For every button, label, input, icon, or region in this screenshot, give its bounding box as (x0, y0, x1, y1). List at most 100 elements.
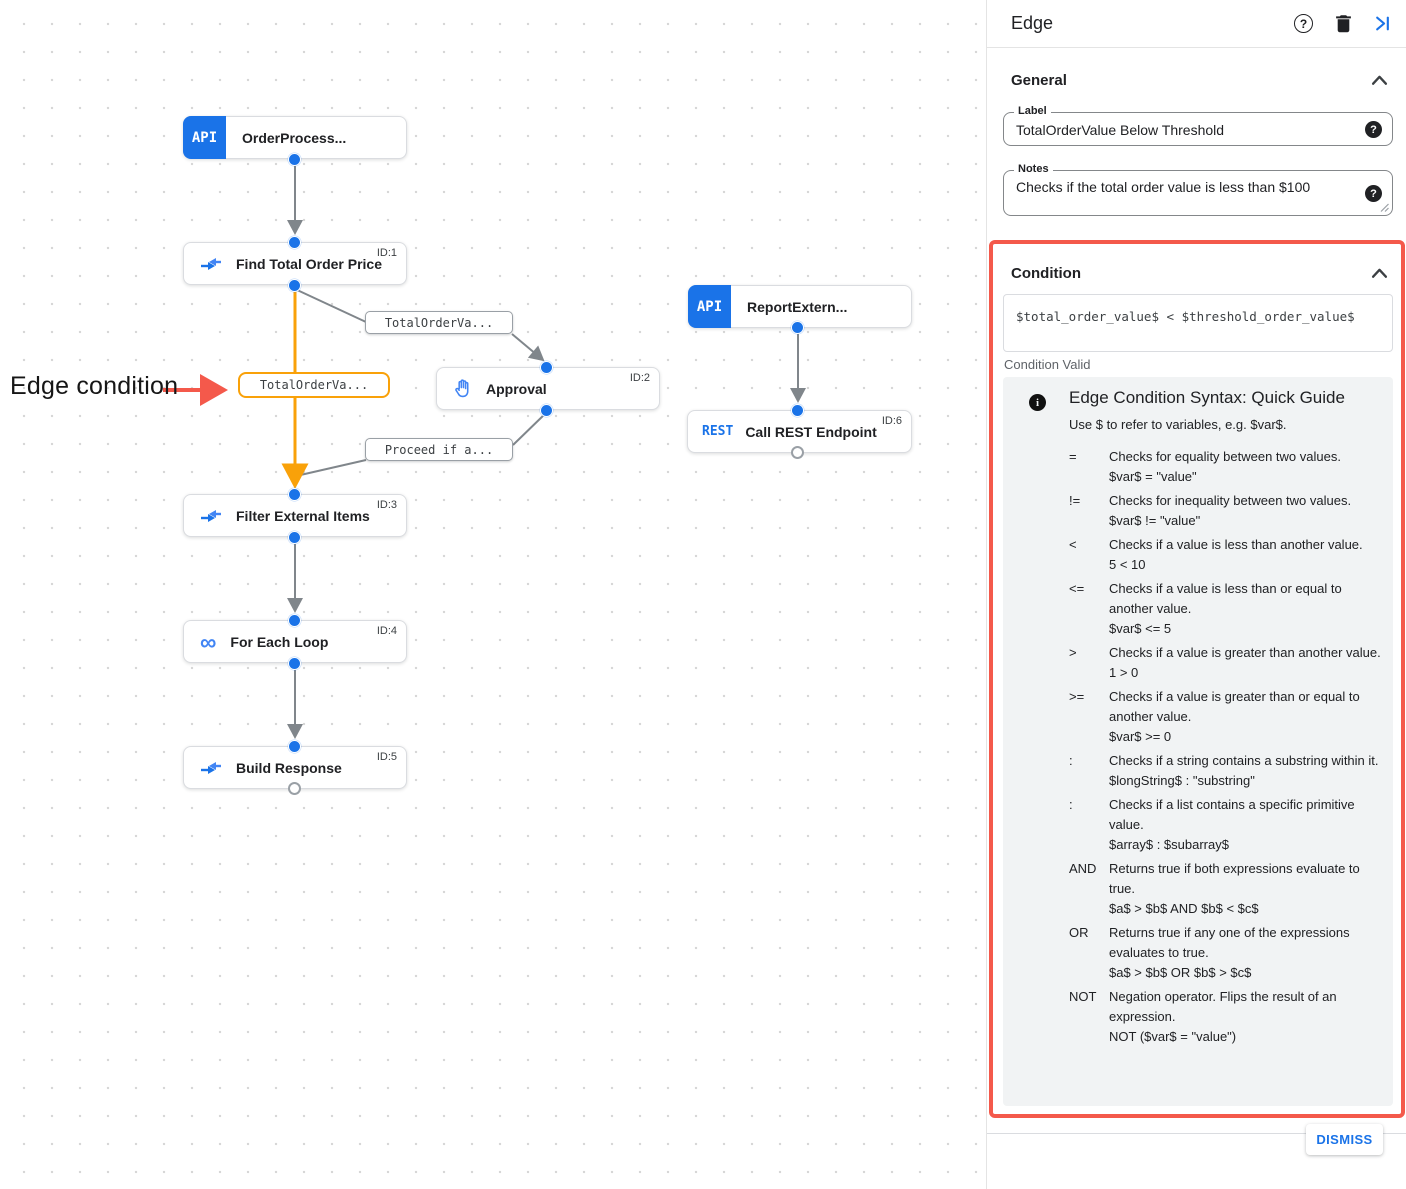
connector-in[interactable] (540, 361, 553, 374)
connector-terminal[interactable] (791, 446, 804, 459)
notes-field-container: Notes Checks if the total order value is… (1003, 163, 1393, 216)
notes-textarea[interactable]: Checks if the total order value is less … (1004, 171, 1392, 215)
guide-row-example: $var$ >= 0 (1109, 729, 1172, 744)
node-title: OrderProcess... (242, 129, 347, 146)
guide-row-example: NOT ($var$ = "value") (1109, 1029, 1237, 1044)
node-id-badge: ID:2 (629, 372, 650, 384)
guide-row-example: $var$ != "value" (1109, 513, 1201, 528)
edge-approval-filter-b[interactable] (295, 459, 367, 477)
info-icon: i (1029, 394, 1046, 411)
notes-field-legend: Notes (1014, 163, 1053, 175)
condition-expression-input[interactable]: $total_order_value$ < $threshold_order_v… (1003, 294, 1393, 352)
edge-label-totalordervalue-selected[interactable]: TotalOrderVa... (238, 372, 390, 398)
connector-terminal[interactable] (288, 782, 301, 795)
guide-row-example: 5 < 10 (1109, 557, 1146, 572)
connector-out[interactable] (288, 153, 301, 166)
edge-findtotal-approval-b[interactable] (511, 333, 545, 362)
data-mapping-icon (200, 508, 222, 524)
node-id-badge: ID:5 (376, 751, 397, 763)
node-order-process[interactable]: API OrderProcess... (183, 116, 407, 159)
condition-section-heading: Condition (1011, 265, 1081, 282)
edges-layer (163, 161, 806, 739)
guide-operator-list: =Checks for equality between two values.… (1069, 447, 1381, 1047)
guide-row-less-than: <Checks if a value is less than another … (1069, 535, 1381, 575)
connector-out[interactable] (288, 279, 301, 292)
connector-in[interactable] (288, 740, 301, 753)
collapse-general-icon[interactable] (1371, 74, 1388, 86)
panel-title: Edge (1011, 13, 1054, 33)
node-id-badge: ID:1 (376, 247, 397, 259)
node-title: Approval (486, 380, 547, 397)
node-title: For Each Loop (230, 633, 329, 650)
data-mapping-icon (200, 256, 222, 272)
loop-icon: ∞ (200, 628, 217, 655)
guide-row-example: $longString$ : "substring" (1109, 773, 1255, 788)
collapse-condition-icon[interactable] (1371, 267, 1388, 279)
notes-help-icon[interactable]: ? (1365, 185, 1382, 202)
node-call-rest-endpoint[interactable]: REST Call REST Endpoint ID:6 (687, 410, 912, 453)
condition-syntax-guide: i Edge Condition Syntax: Quick Guide Use… (1003, 377, 1393, 1106)
guide-row-desc: Checks if a value is greater than or equ… (1109, 689, 1360, 724)
guide-row-substring: :Checks if a string contains a substring… (1069, 751, 1381, 791)
connector-out[interactable] (791, 321, 804, 334)
label-help-icon[interactable]: ? (1365, 121, 1382, 138)
api-trigger-icon: API (688, 285, 731, 328)
connector-in[interactable] (288, 614, 301, 627)
workflow-canvas[interactable]: Edge condition API OrderProcess... Find … (0, 0, 986, 1189)
guide-row-desc: Negation operator. Flips the result of a… (1109, 989, 1337, 1024)
label-field-legend: Label (1014, 105, 1051, 117)
guide-row-example: $a$ > $b$ OR $b$ > $c$ (1109, 965, 1252, 980)
condition-valid-status: Condition Valid (1004, 357, 1091, 372)
node-id-badge: ID:6 (881, 415, 902, 427)
edge-label-totalordervalue[interactable]: TotalOrderVa... (365, 311, 513, 334)
node-title: Build Response (236, 759, 342, 776)
help-icon[interactable]: ? (1294, 14, 1313, 33)
panel-header: Edge ? (987, 0, 1406, 48)
hand-icon (453, 379, 472, 398)
node-title: Find Total Order Price (236, 255, 382, 272)
edge-properties-panel: Edge ? General Label ? Notes (986, 0, 1406, 1189)
guide-row-not-equals: !=Checks for inequality between two valu… (1069, 491, 1381, 531)
node-build-response[interactable]: Build Response ID:5 (183, 746, 407, 789)
guide-row-example: 1 > 0 (1109, 665, 1139, 680)
collapse-panel-icon[interactable] (1374, 15, 1391, 32)
node-approval[interactable]: Approval ID:2 (436, 367, 660, 410)
connector-out[interactable] (540, 404, 553, 417)
connector-in[interactable] (791, 404, 804, 417)
guide-title: Edge Condition Syntax: Quick Guide (1069, 388, 1345, 407)
guide-row-desc: Returns true if any one of the expressio… (1109, 925, 1350, 960)
connector-out[interactable] (288, 657, 301, 670)
connector-out[interactable] (288, 531, 301, 544)
guide-row-desc: Checks if a string contains a substring … (1109, 753, 1379, 768)
connector-in[interactable] (288, 488, 301, 501)
label-input[interactable] (1004, 113, 1392, 145)
edge-condition-annotation: Edge condition (10, 372, 179, 400)
node-title: Call REST Endpoint (745, 423, 877, 440)
guide-row-desc: Checks if a value is less than another v… (1109, 537, 1363, 552)
guide-row-example: $array$ : $subarray$ (1109, 837, 1229, 852)
api-trigger-icon: API (183, 116, 226, 159)
delete-icon[interactable] (1335, 14, 1352, 33)
node-find-total-order-price[interactable]: Find Total Order Price ID:1 (183, 242, 407, 285)
resize-handle[interactable] (1380, 203, 1389, 212)
guide-row-example: $a$ > $b$ AND $b$ < $c$ (1109, 901, 1259, 916)
node-title: Filter External Items (236, 507, 370, 524)
panel-footer-divider (987, 1133, 1406, 1134)
edge-approval-filter-a[interactable] (512, 411, 548, 446)
condition-highlight-box (989, 240, 1405, 1118)
guide-row-desc: Checks if a value is less than or equal … (1109, 581, 1342, 616)
node-report-extern[interactable]: API ReportExtern... (688, 285, 912, 328)
dismiss-button[interactable]: DISMISS (1306, 1124, 1383, 1155)
data-mapping-icon (200, 760, 222, 776)
guide-row-desc: Returns true if both expressions evaluat… (1109, 861, 1360, 896)
connector-in[interactable] (288, 236, 301, 249)
node-id-badge: ID:4 (376, 625, 397, 637)
edge-findtotal-approval-a[interactable] (294, 288, 367, 323)
node-for-each-loop[interactable]: ∞ For Each Loop ID:4 (183, 620, 407, 663)
guide-row-desc: Checks for equality between two values. (1109, 449, 1341, 464)
edge-label-proceed[interactable]: Proceed if a... (365, 438, 513, 461)
